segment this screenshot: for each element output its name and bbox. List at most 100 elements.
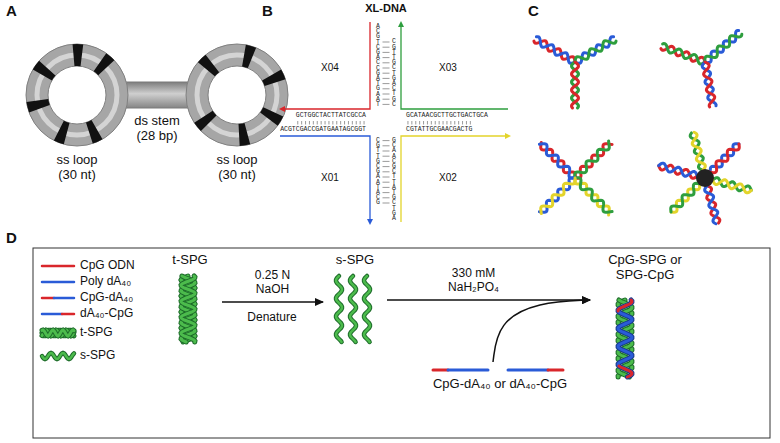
helix-strand-outline: [618, 300, 632, 377]
poly-da-segment: [508, 369, 548, 372]
sequence-segment: [242, 45, 256, 68]
base-pair-tick: [439, 121, 440, 125]
panel-letter-box: D: [6, 229, 17, 246]
base-pair-tick: [435, 121, 436, 125]
core: [696, 169, 714, 187]
arrowhead: [398, 21, 404, 27]
base-pair-tick: [383, 151, 390, 152]
helix-strand: [618, 300, 632, 377]
helix-strand: [42, 330, 74, 336]
strand-outline: [42, 353, 74, 359]
base-pair-tick: [427, 121, 428, 125]
base-pair-tick: [364, 121, 365, 125]
base-pair-tick: [383, 161, 390, 162]
condition-label-box: 330 mM NaH₂PO₄: [443, 267, 505, 295]
dna-model: [539, 141, 612, 215]
base-pair-tick: [383, 104, 390, 105]
base-pair-tick: [332, 121, 333, 125]
stage-figure: t-SPG: [158, 252, 222, 344]
sequence: ACGTCGACCGATGAAT: [376, 24, 380, 107]
ring-edge: [186, 44, 288, 146]
legend-entry: dA₄₀-CpG: [80, 306, 133, 320]
helix-strand: [575, 178, 612, 213]
strand-name-box: X04: [321, 62, 339, 74]
legend-text: CpG ODN: [80, 258, 135, 272]
sequence: GCTGGCTACTTATCGCCA: [296, 112, 366, 119]
base-pair-tick: [383, 166, 390, 167]
single-strand: [364, 276, 370, 342]
ring-edge: [208, 66, 266, 124]
base-pair-tick: [383, 62, 390, 63]
base-pair-tick: [454, 121, 455, 125]
cpg-segment: [433, 369, 448, 372]
strand-outline: [364, 276, 370, 342]
helix-strand: [572, 62, 579, 108]
sequence-box: GCTGGCTACTTATCGCCA: [296, 112, 366, 119]
sequence-box: CGTTGCTGACTGC: [392, 39, 396, 107]
base-pair-tick: [383, 171, 390, 172]
helix-strand: [704, 62, 715, 107]
sequence: CGTTGCGAATACG: [376, 138, 380, 206]
strand-name-box: X01: [321, 172, 339, 184]
legend-sample: [42, 314, 74, 315]
strand-name: X03: [439, 62, 457, 74]
stem-label: ds stem (28 bp): [126, 114, 188, 144]
stage-label: s-SPG: [323, 252, 387, 267]
stage-figure: CpG-SPG or SPG-CpG: [590, 252, 700, 382]
arrowhead: [279, 106, 285, 112]
sequence-segment: [26, 99, 49, 112]
helix-strand-outline: [181, 276, 195, 342]
base-pair-tick: [383, 197, 390, 198]
loop-label: ss loop (30 nt): [49, 153, 105, 183]
strand-outline: [336, 276, 342, 342]
helix-strand-outline: [618, 300, 632, 377]
helix-strand: [181, 276, 195, 342]
single-strand: [336, 276, 342, 342]
legend-entry: CpG ODN: [80, 258, 135, 272]
base-pair-tick: [383, 140, 390, 141]
dumbbell-figure: [26, 44, 288, 146]
base-pair-tick: [470, 121, 471, 125]
stage-figure: CpG-dA₄₀ or dA₄₀-CpG: [413, 362, 587, 412]
base-pair-tick: [383, 156, 390, 157]
legend-entry: CpG-dA₄₀: [80, 290, 133, 304]
legend-entry: t-SPG: [80, 325, 113, 339]
sequence-box: GCAACGCTTATGCTGA: [392, 138, 396, 221]
panel-letter: D: [6, 229, 17, 246]
base-pair-tick: [305, 121, 306, 125]
base-pair-tick: [383, 145, 390, 146]
base-pair-tick: [383, 83, 390, 84]
strand-line: [401, 27, 508, 109]
strand-outline: [350, 276, 356, 342]
junction-figure: [279, 21, 511, 225]
legend-sample: [42, 298, 74, 299]
base-pair-tick: [383, 47, 390, 48]
stage-label: CpG-dA₄₀ or dA₄₀-CpG: [413, 362, 587, 391]
ring-edge: [48, 66, 106, 124]
strand-name: X02: [439, 172, 457, 184]
sequence: CGTATTGCGAACGACTG: [406, 126, 472, 133]
dna-model: [659, 132, 752, 223]
sequence: ACGTCGACCGATGAATAGCGGT: [280, 126, 366, 133]
sequence-box: CGTTGCGAATACG: [376, 138, 380, 206]
strand-name-box: X03: [439, 62, 457, 74]
base-pair-tick: [309, 121, 310, 125]
legend-sample: [42, 353, 74, 359]
legend-sample: [42, 330, 74, 336]
helix-strand-outline: [181, 276, 195, 342]
base-pair-tick: [383, 187, 390, 188]
helix-strand: [705, 34, 742, 62]
structure-title-box: XL-DNA: [365, 2, 407, 15]
cpg-segment: [548, 369, 563, 372]
loop-ring: [186, 44, 288, 146]
helix-strand: [42, 330, 74, 336]
stage-figure: s-SPG: [323, 252, 387, 344]
sequence-segment: [262, 70, 285, 87]
helix-strand: [575, 41, 616, 62]
base-pair-tick: [383, 42, 390, 43]
base-pair-tick: [340, 121, 341, 125]
base-pair-tick: [383, 94, 390, 95]
dna-model: [661, 31, 742, 107]
poly-da-segment: [448, 369, 488, 372]
